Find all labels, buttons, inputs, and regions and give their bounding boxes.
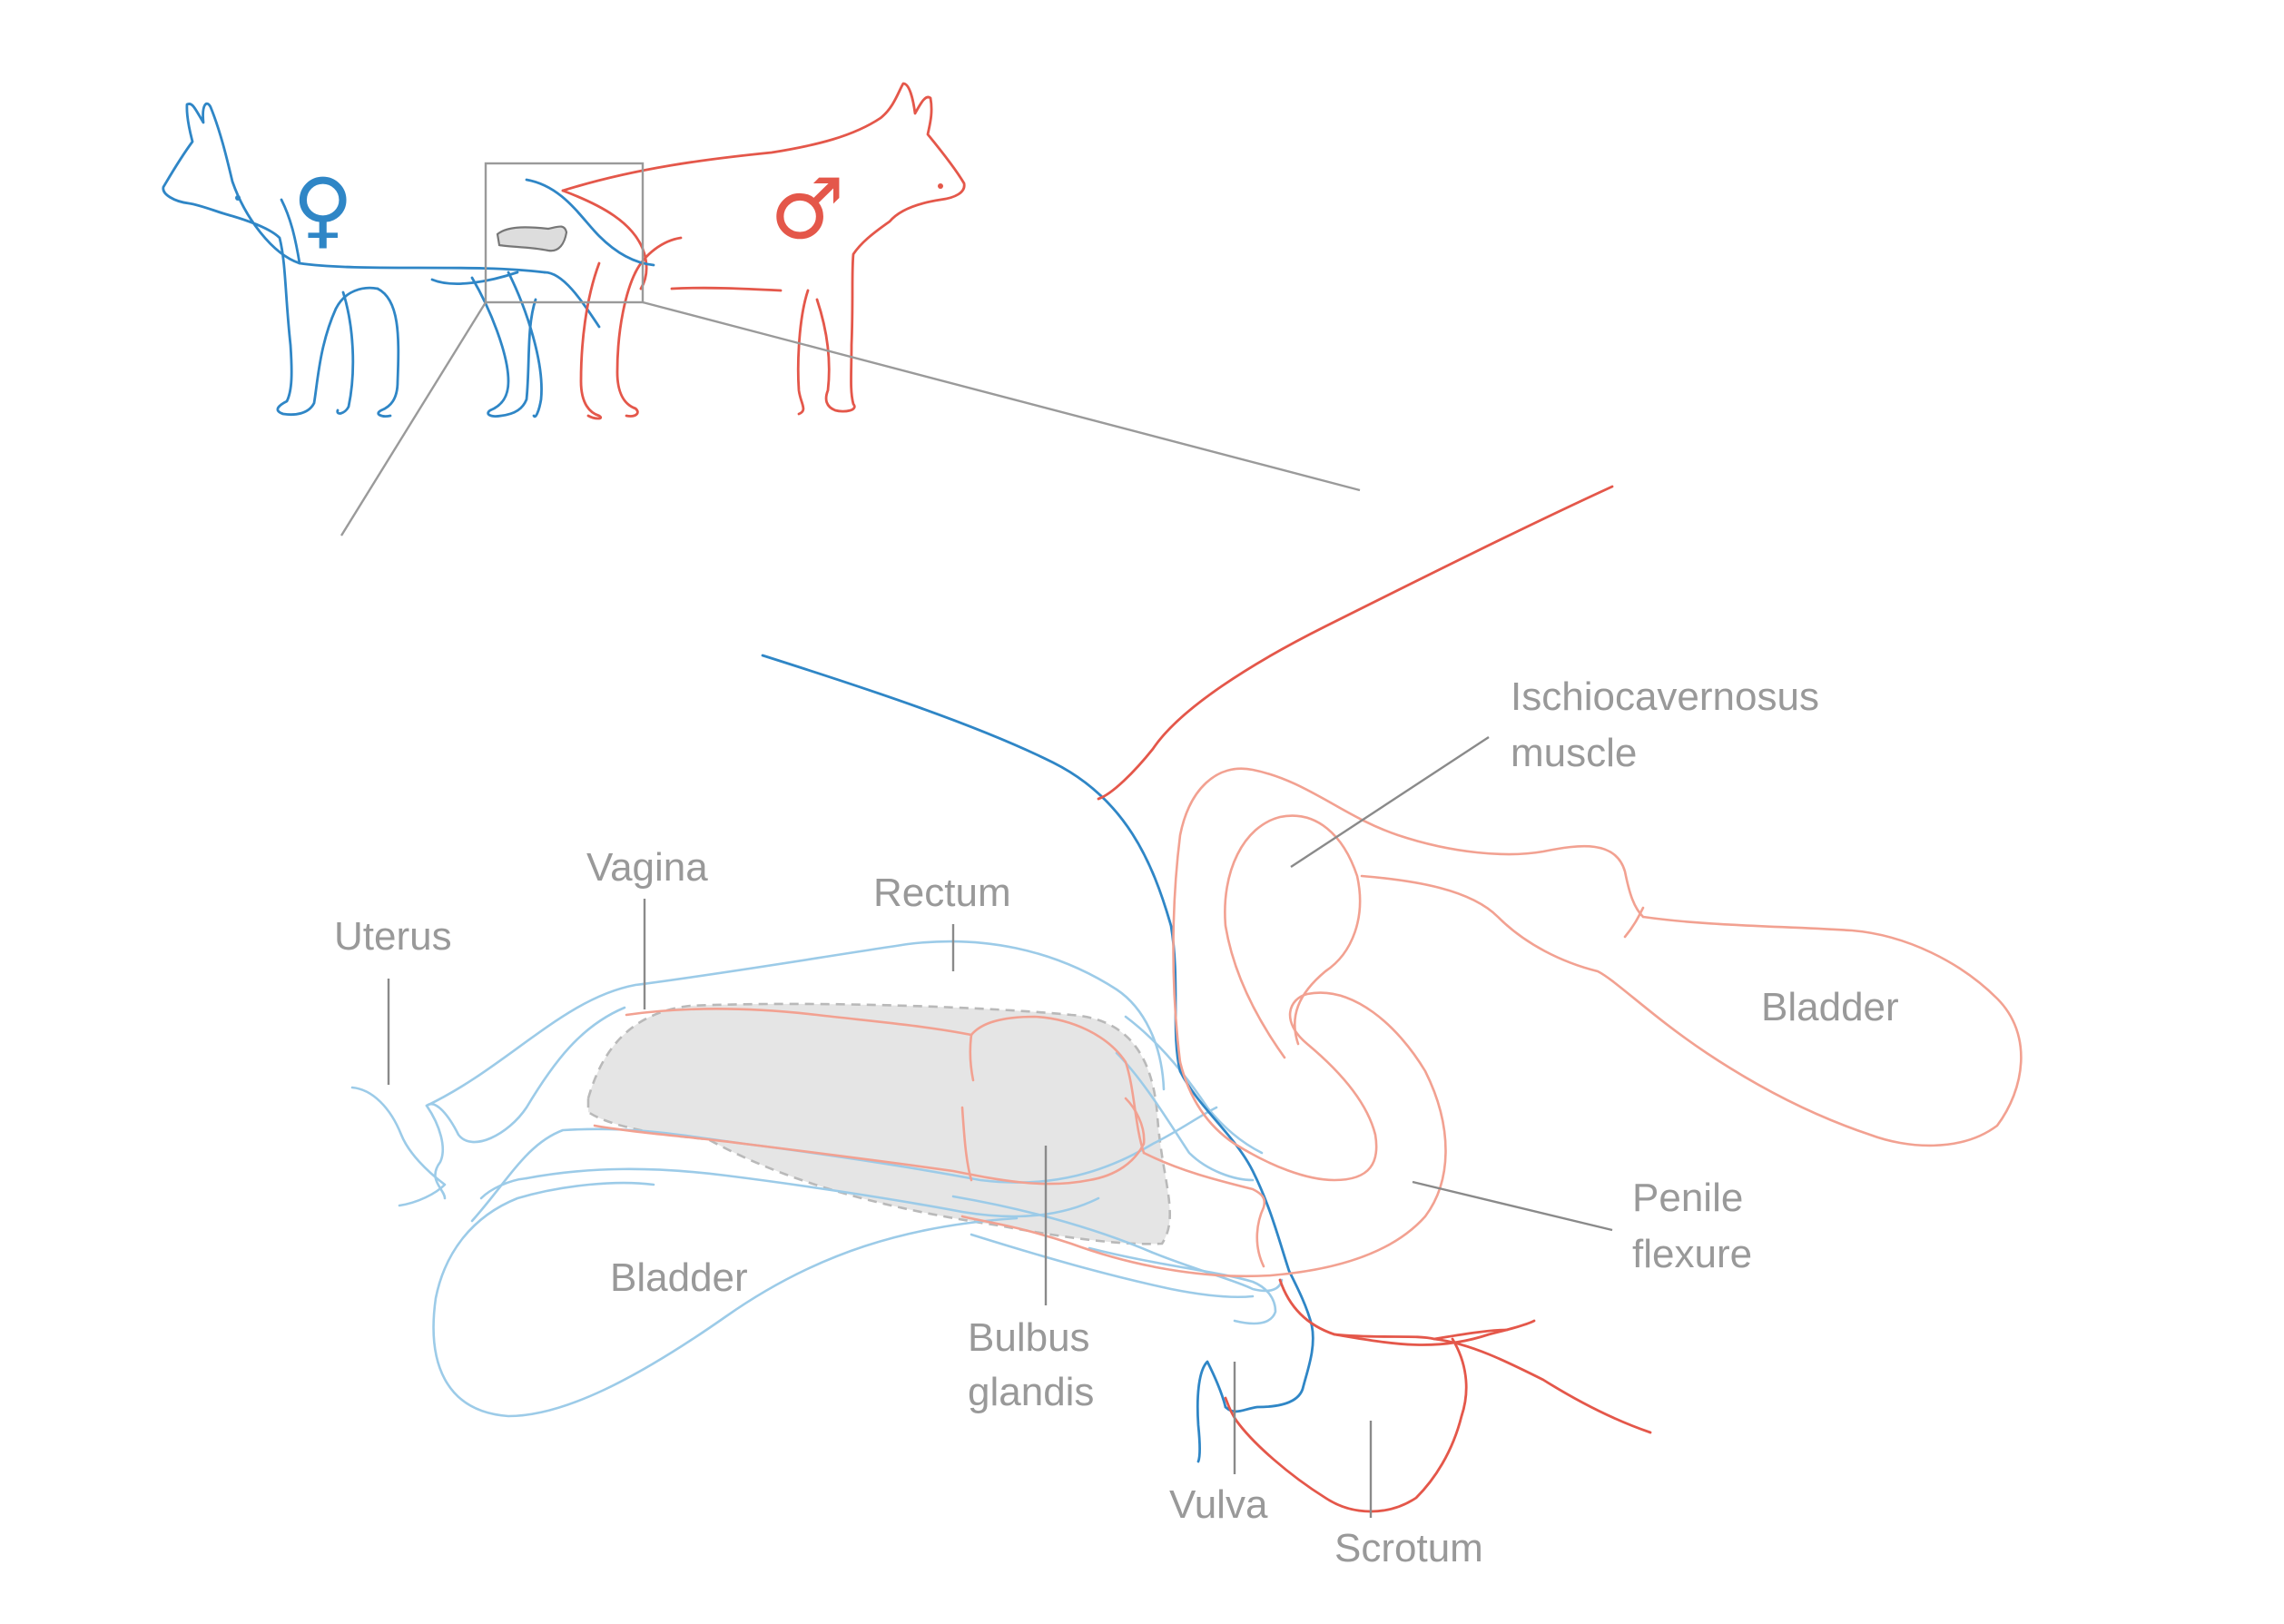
male-body-outline	[1097, 485, 1652, 1513]
bulbus-marker-small	[496, 225, 568, 252]
label-scrotum: Scrotum	[1334, 1526, 1483, 1570]
zoom-box	[484, 162, 645, 304]
female-body-outline	[761, 654, 1314, 1463]
male-penis-and-bladder	[593, 767, 2023, 1278]
label-penile-flexure-line1: Penile	[1632, 1176, 1743, 1220]
label-ischiocavernosus-line1: Ischiocavernosus	[1511, 674, 1819, 719]
label-bladder-female: Bladder	[610, 1255, 748, 1300]
detail-anatomy: Uterus Vagina Rectum Bladder Bulbus glan…	[334, 485, 2023, 1570]
label-vagina: Vagina	[586, 845, 708, 890]
bulbus-glandis-region	[586, 1002, 1172, 1245]
overview-dogs: ♀ ♂	[162, 82, 1361, 536]
male-dog-outline: ♂	[561, 82, 966, 420]
label-ischiocavernosus-line2: muscle	[1511, 731, 1637, 775]
label-bulbus-glandis-line2: glandis	[968, 1370, 1094, 1414]
female-reproductive-tract	[350, 940, 1284, 1418]
zoom-line-right	[642, 300, 1361, 492]
female-dog-outline: ♀	[162, 102, 601, 418]
label-penile-flexure-line2: flexure	[1632, 1232, 1752, 1276]
female-symbol-icon: ♀	[292, 161, 353, 258]
labels: Uterus Vagina Rectum Bladder Bulbus glan…	[334, 674, 1899, 1570]
female-tail	[525, 178, 655, 267]
label-rectum: Rectum	[873, 871, 1011, 915]
label-uterus: Uterus	[334, 914, 452, 959]
label-bladder-male: Bladder	[1761, 985, 1899, 1029]
label-bulbus-glandis-line1: Bulbus	[968, 1315, 1090, 1360]
label-vulva: Vulva	[1169, 1482, 1268, 1527]
leader-penile-flexure	[1412, 1180, 1613, 1232]
zoom-line-left	[340, 301, 487, 536]
male-symbol-icon: ♂	[770, 161, 844, 258]
leader-ischiocavernosus	[1290, 735, 1490, 869]
